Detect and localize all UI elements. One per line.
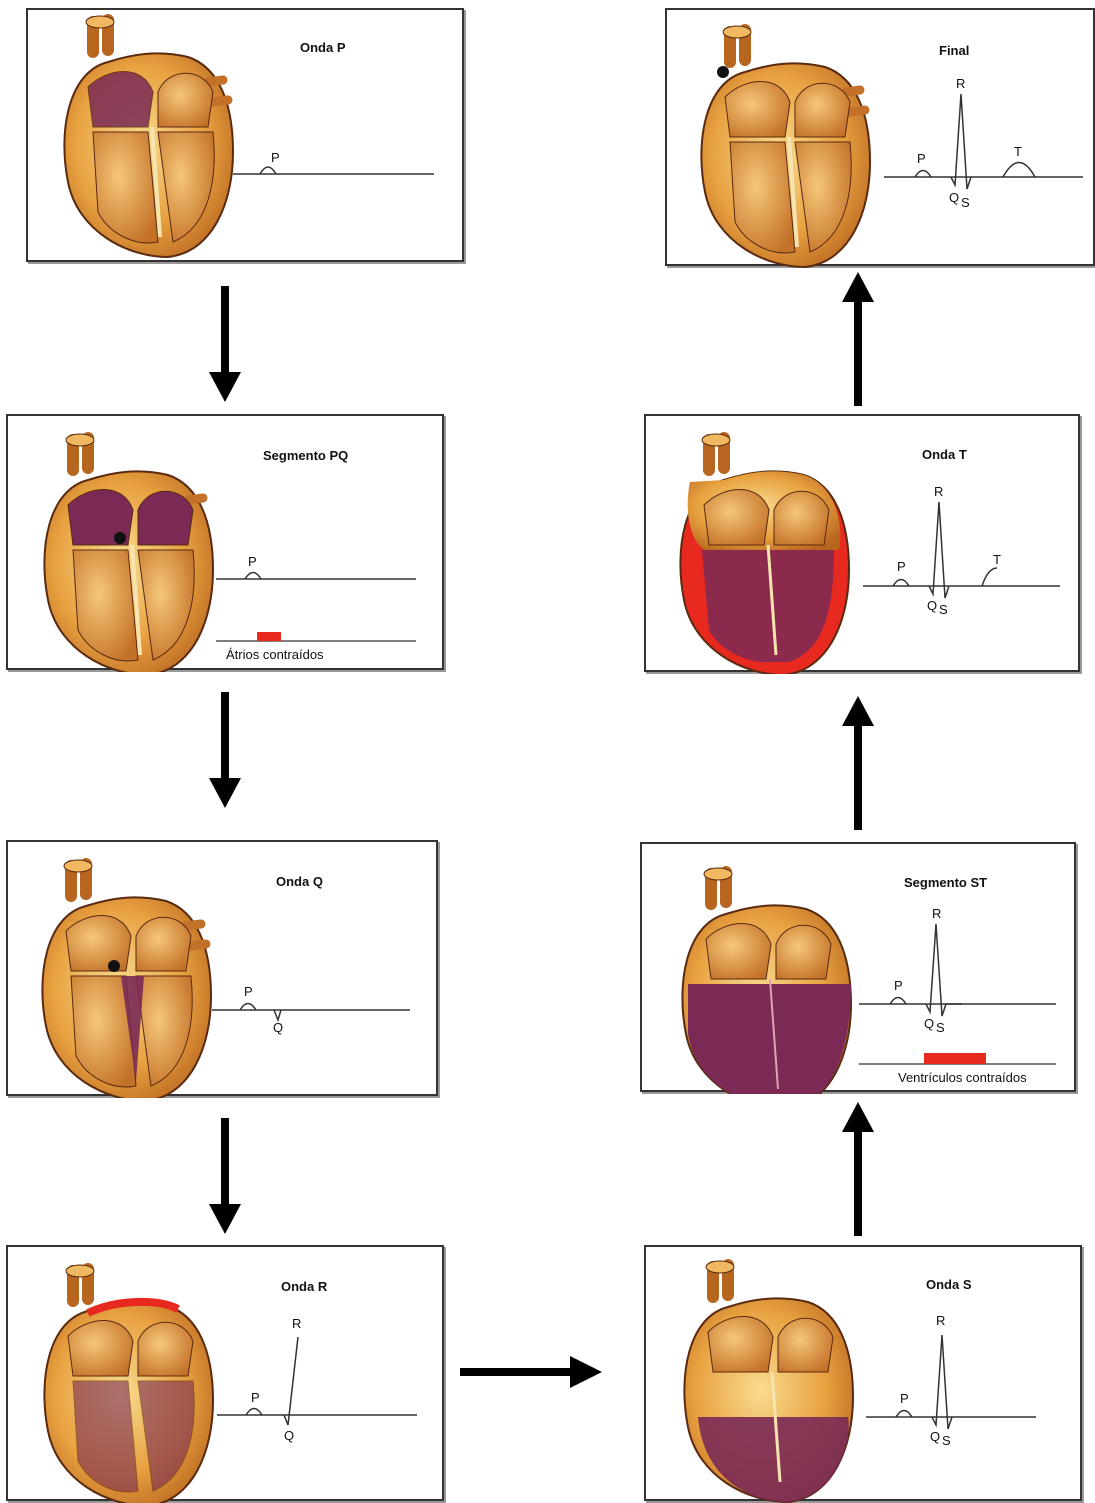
bar-label: Ventrículos contraídos [898,1070,1027,1085]
wave-label-q: Q [927,598,937,613]
wave-label-s: S [942,1433,951,1448]
wave-label-q: Q [930,1429,940,1444]
panel-title: Final [939,43,969,58]
down-arrow-icon [205,1118,245,1238]
heart-illustration [8,1247,446,1503]
heart-illustration [642,844,1078,1094]
wave-label-t: T [993,552,1001,567]
wave-label-p: P [894,978,903,993]
panel-onda-s: Onda S R P Q S [644,1245,1082,1501]
panel-final: Final R P T Q S [665,8,1095,266]
heart-illustration [646,1247,1084,1503]
heart-illustration [646,416,1082,674]
up-arrow-icon [838,1100,878,1236]
heart-illustration [28,10,466,264]
wave-label-r: R [956,76,965,91]
wave-label-r: R [932,906,941,921]
panel-title: Onda P [300,40,346,55]
wave-label-q: Q [924,1016,934,1031]
wave-label-r: R [934,484,943,499]
panel-onda-t: Onda T R P T Q S [644,414,1080,672]
bar-label: Átrios contraídos [226,647,324,662]
panel-onda-p: Onda P P [26,8,464,262]
panel-onda-q: Onda Q P Q [6,840,438,1096]
panel-title: Segmento ST [904,875,987,890]
panel-title: Segmento PQ [263,448,348,463]
wave-label-p: P [900,1391,909,1406]
wave-label-q: Q [284,1428,294,1443]
wave-label-s: S [939,602,948,617]
panel-onda-r: Onda R R P Q [6,1245,444,1501]
wave-label-r: R [292,1316,301,1331]
down-arrow-icon [205,692,245,812]
up-arrow-icon [838,270,878,406]
panel-segmento-pq: Segmento PQ P Átrios contraídos [6,414,444,670]
wave-label-s: S [961,195,970,210]
heart-illustration [667,10,1095,268]
wave-label-p: P [251,1390,260,1405]
heart-illustration [8,416,446,672]
wave-label-s: S [936,1020,945,1035]
wave-label-q: Q [273,1020,283,1035]
down-arrow-icon [205,286,245,406]
wave-label-t: T [1014,144,1022,159]
wave-label-r: R [936,1313,945,1328]
heart-illustration [8,842,440,1098]
panel-title: Onda S [926,1277,972,1292]
wave-label-q: Q [949,190,959,205]
wave-label-p: P [248,554,257,569]
wave-label-p: P [271,150,280,165]
up-arrow-icon [838,694,878,830]
wave-label-p: P [244,984,253,999]
panel-title: Onda Q [276,874,323,889]
panel-title: Onda T [922,447,967,462]
wave-label-p: P [897,559,906,574]
panel-title: Onda R [281,1279,327,1294]
panel-segmento-st: Segmento ST R P Q S Ventrículos contraíd… [640,842,1076,1092]
wave-label-p: P [917,151,926,166]
right-arrow-icon [460,1352,605,1392]
